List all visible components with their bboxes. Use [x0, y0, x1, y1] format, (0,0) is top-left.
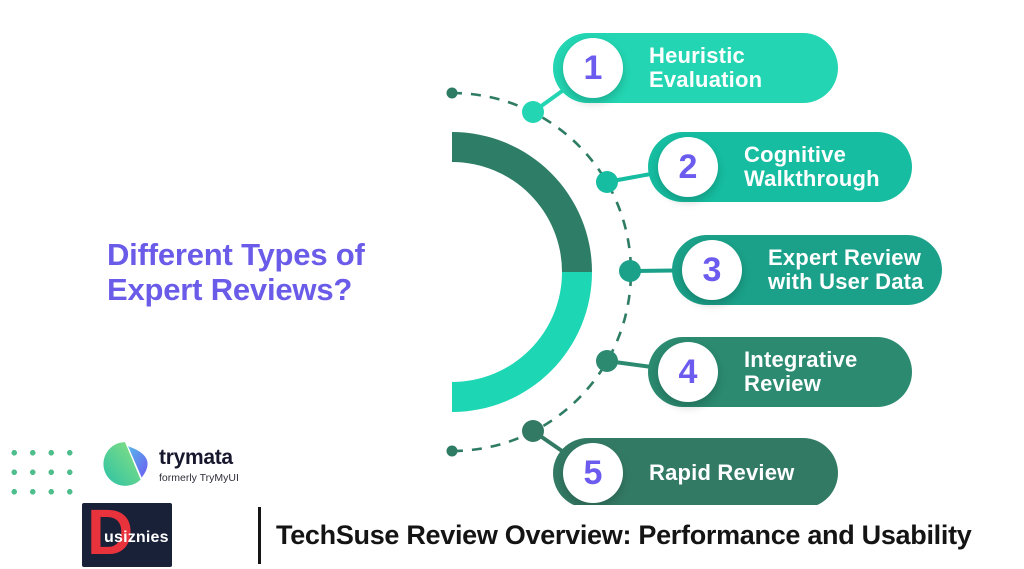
dusiznies-wordmark: usiznies: [104, 529, 169, 546]
dusiznies-initial: D: [87, 503, 134, 567]
arc-end-dot-bottom: [446, 445, 458, 457]
number-badge-4: 4: [658, 342, 718, 402]
pill-number: 4: [678, 352, 698, 391]
review-pill-4: 4 Integrative Review: [648, 337, 912, 407]
number-badge-2: 2: [658, 137, 718, 197]
pill-number: 1: [583, 48, 603, 87]
arc-node-1: [522, 101, 544, 123]
footer-headline: TechSuse Review Overview: Performance an…: [276, 520, 972, 550]
number-badge-3: 3: [682, 240, 742, 300]
review-pill-5: 5 Rapid Review: [553, 438, 838, 508]
pill-number: 2: [678, 147, 698, 186]
pill-label: Integrative Review: [744, 347, 858, 396]
review-pill-2: 2 Cognitive Walkthrough: [648, 132, 912, 202]
arc-node-3: [619, 260, 641, 282]
pill-label: Rapid Review: [649, 460, 795, 486]
trymata-tagline: formerly TryMyUI: [159, 472, 239, 484]
dusiznies-logo: D usiznies: [82, 503, 172, 567]
arc-node-2: [596, 171, 618, 193]
page-title: Different Types of Expert Reviews?: [107, 237, 365, 307]
number-badge-5: 5: [563, 443, 623, 503]
pill-label: Heuristic Evaluation: [649, 43, 763, 92]
arc-end-dot-top: [446, 87, 458, 99]
pill-number: 3: [702, 250, 722, 289]
review-pill-3: 3 Expert Review with User Data: [672, 235, 942, 305]
trymata-leaf-icon: [103, 442, 148, 486]
arc-node-4: [596, 350, 618, 372]
trymata-logo: trymata formerly TryMyUI: [100, 440, 239, 490]
trymata-wordmark: trymata: [159, 446, 233, 469]
pill-number: 5: [583, 453, 603, 492]
donut-bottom-segment: [452, 272, 592, 412]
number-badge-1: 1: [563, 38, 623, 98]
pill-label: Cognitive Walkthrough: [744, 142, 880, 191]
dot-grid-decoration: [2, 440, 76, 512]
arc-node-5: [522, 420, 544, 442]
footer-divider: [258, 507, 261, 564]
donut-top-segment: [452, 132, 592, 272]
review-pill-1: 1 Heuristic Evaluation: [553, 33, 838, 103]
pill-label: Expert Review with User Data: [768, 245, 924, 294]
